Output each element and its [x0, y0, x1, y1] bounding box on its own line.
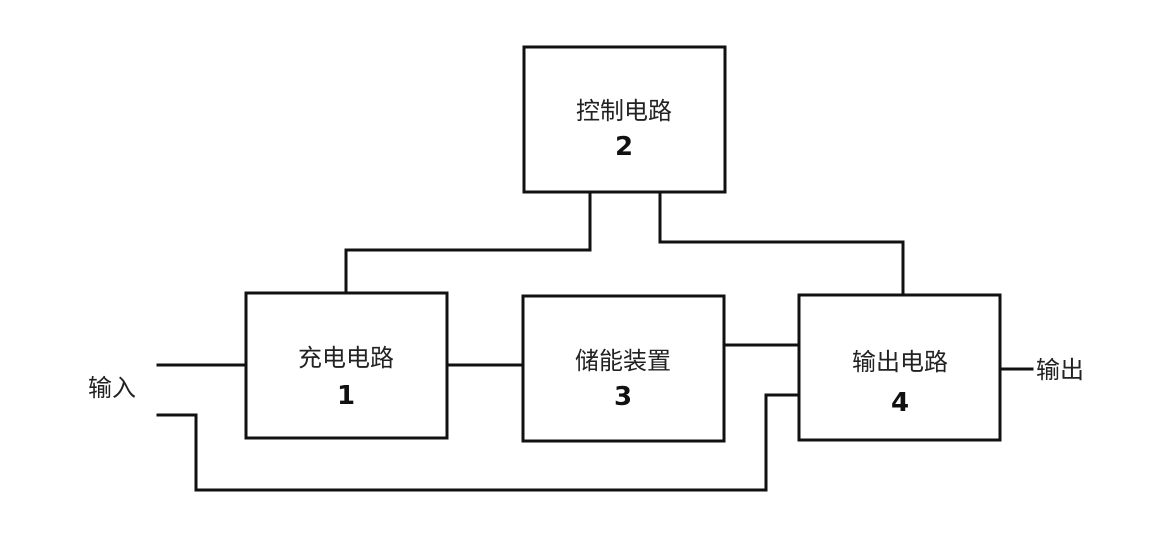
- output-circuit-label: 输出电路: [852, 348, 948, 376]
- wire-control-to-charging: [344, 190, 592, 295]
- charging-circuit-box: [244, 291, 449, 440]
- control-circuit-label: 控制电路: [576, 97, 672, 125]
- control-circuit-box: [522, 45, 727, 194]
- energy-storage-label: 储能装置: [575, 347, 671, 375]
- charging-circuit-label: 充电电路: [298, 344, 394, 372]
- input-terminal-label: 输入: [88, 374, 136, 402]
- wire-input-lower-bypass: [156, 393, 801, 492]
- control-circuit-number: 2: [615, 132, 633, 162]
- output-terminal-label: 输出: [1036, 356, 1084, 384]
- charging-circuit-block: 充电电路 1: [244, 291, 449, 440]
- energy-storage-block: 储能装置 3: [521, 294, 726, 443]
- charging-circuit-number: 1: [337, 381, 355, 411]
- energy-storage-number: 3: [614, 382, 632, 412]
- output-circuit-block: 输出电路 4: [797, 293, 1002, 442]
- output-circuit-number: 4: [891, 388, 909, 418]
- energy-storage-box: [521, 294, 726, 443]
- wire-control-to-output: [658, 190, 905, 297]
- control-circuit-block: 控制电路 2: [522, 45, 727, 194]
